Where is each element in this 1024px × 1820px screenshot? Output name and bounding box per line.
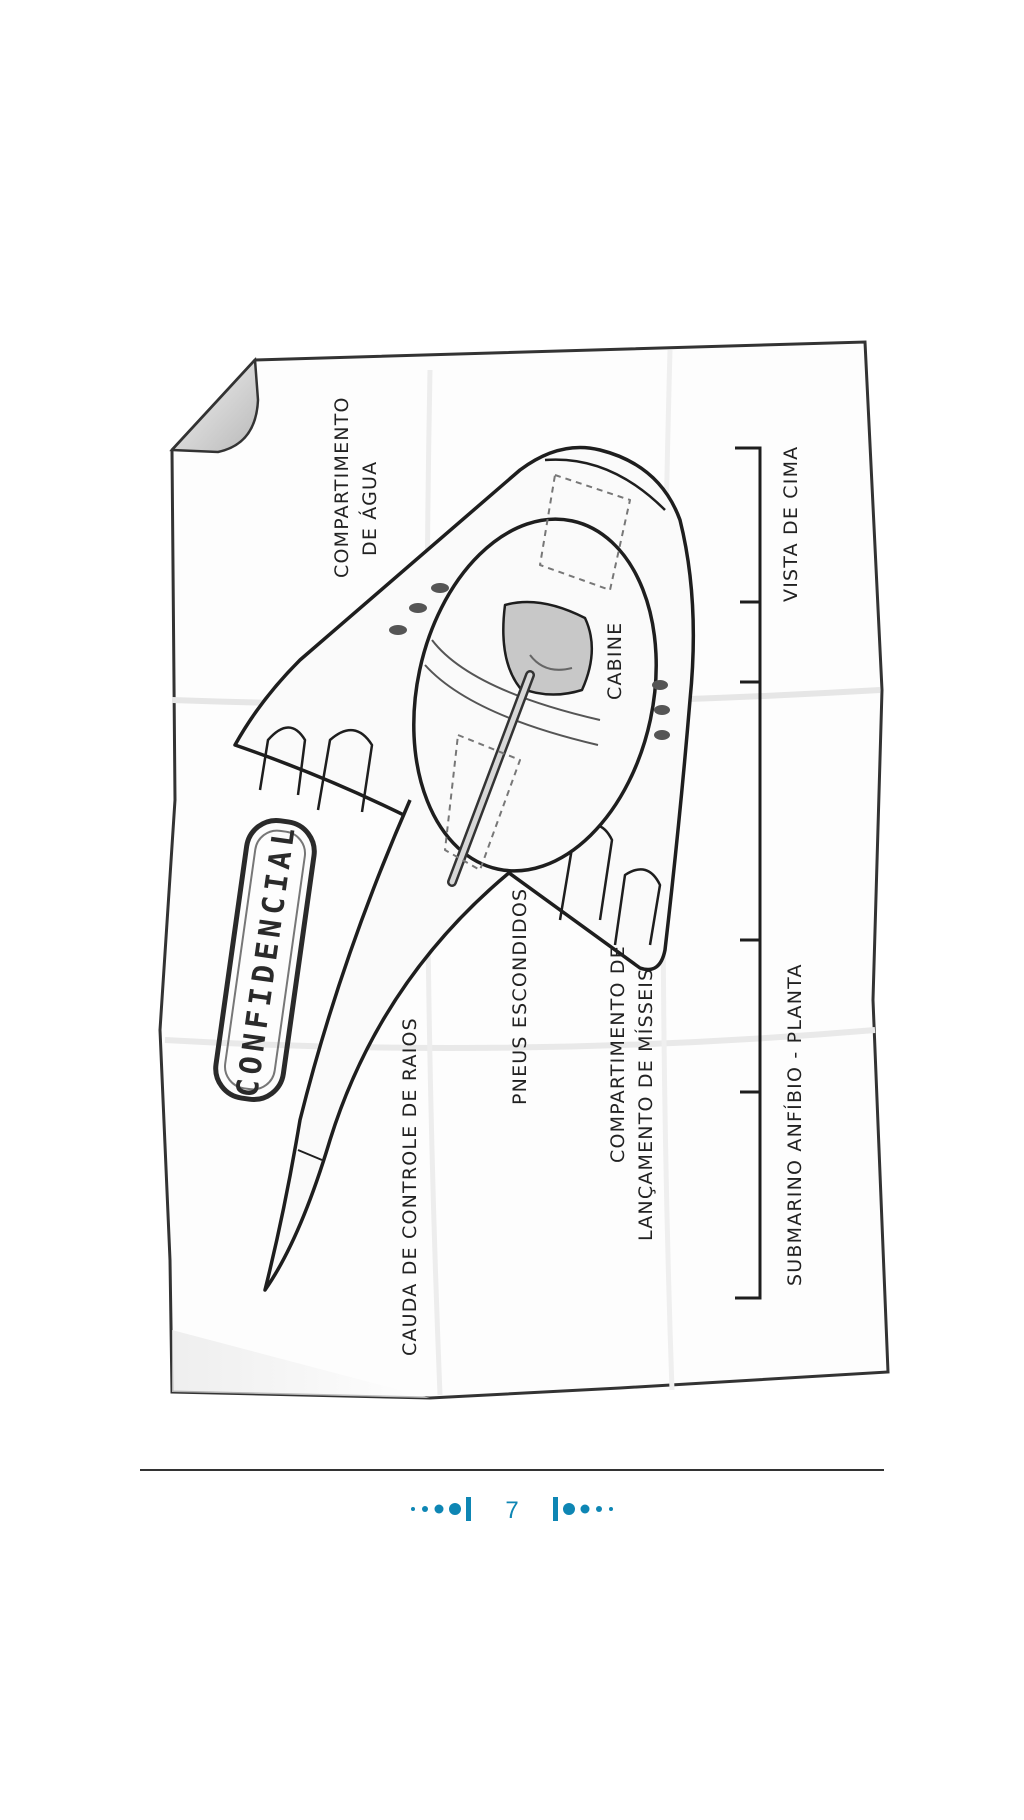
label-hidden-tires: PNEUS ESCONDIDOS [509,888,531,1105]
footer-ornament-right-icon [553,1497,613,1521]
page-footer: 7 [140,1469,884,1524]
page-number: 7 [505,1497,518,1524]
footer-ornament-left-icon [411,1497,471,1521]
paper-curl-icon [169,357,260,454]
label-plan-title: SUBMARINO ANFÍBIO - PLANTA [783,963,806,1286]
label-missile-compartment-1: COMPARTIMENTO DE [607,945,629,1163]
label-water-compartment-1: COMPARTIMENTO [331,396,353,578]
dimension-bracket [735,446,762,1300]
label-top-view: VISTA DE CIMA [780,446,802,602]
label-water-compartment-2: DE ÁGUA [358,461,381,556]
label-ray-tail: CAUDA DE CONTROLE DE RAIOS [399,1017,421,1356]
label-cabin: CABINE [604,622,626,700]
label-missile-compartment-2: LANÇAMENTO DE MÍSSEIS [634,968,657,1241]
submarine-drawing [233,445,696,1292]
